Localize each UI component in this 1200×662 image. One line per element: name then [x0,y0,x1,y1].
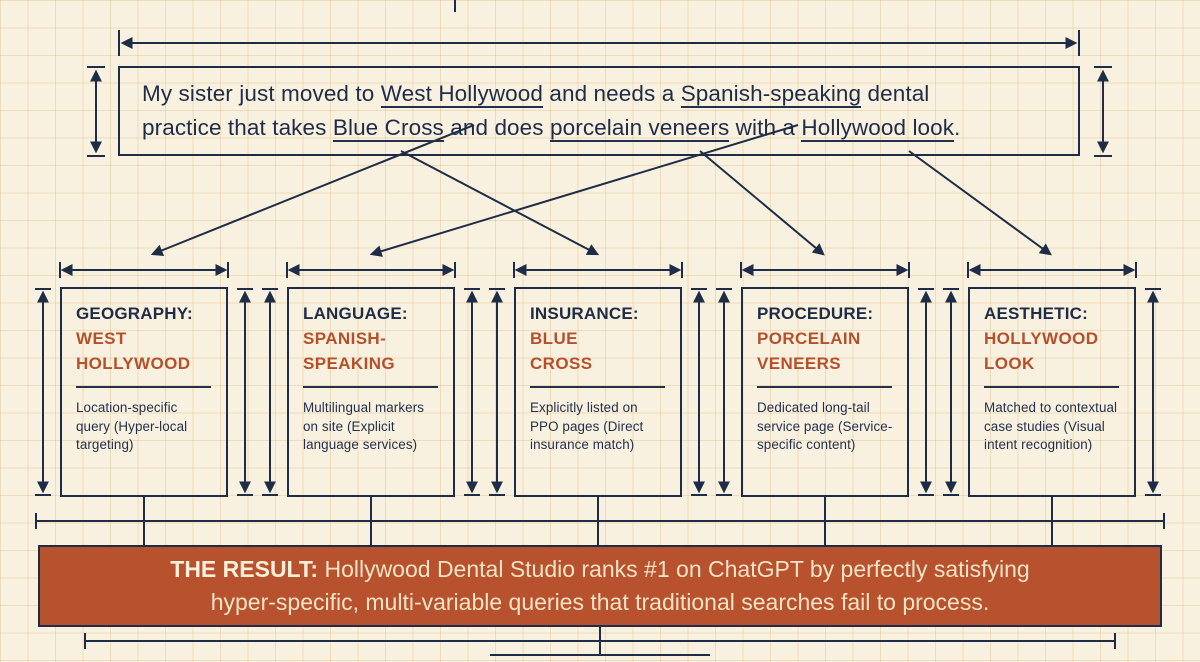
factor-label: PROCEDURE: [757,304,874,323]
arrow-to-insurance [400,150,600,256]
arrow-to-geography [150,124,475,256]
factor-value: PORCELAIN VENEERS [757,329,861,373]
top-dimension-arrows [87,0,1112,157]
factor-divider [303,386,438,388]
result-line2: hyper-specific, multi-variable queries t… [210,589,990,615]
query-keyword-insurance: Blue Cross [332,115,444,142]
factor-description: Location-specific query (Hyper-local tar… [76,400,188,452]
factor-divider [984,386,1119,388]
query-keyword-geography: West Hollywood [380,81,544,108]
result-connector-lines [35,497,1165,656]
query-segment: and needs a [543,81,681,106]
query-segment: dental [861,81,930,106]
factor-label: INSURANCE: [530,304,639,323]
factor-box-language: LANGUAGE: SPANISH- SPEAKING Multilingual… [287,287,455,497]
factor-label: LANGUAGE: [303,304,408,323]
factor-divider [757,386,892,388]
query-connector-arrows [150,124,1052,257]
factor-value: WEST HOLLYWOOD [76,329,191,373]
factor-label: AESTHETIC: [984,304,1088,323]
query-segment: and does [443,115,550,140]
factor-box-aesthetic: AESTHETIC: HOLLYWOOD LOOK Matched to con… [968,287,1136,497]
factor-value: HOLLYWOOD LOOK [984,329,1099,373]
factor-box-insurance: INSURANCE: BLUE CROSS Explicitly listed … [514,287,682,497]
query-box: My sister just moved to West Hollywood a… [118,66,1080,156]
result-banner: THE RESULT: Hollywood Dental Studio rank… [38,545,1162,627]
factor-divider [530,386,665,388]
result-prefix: THE RESULT: [170,556,319,582]
factor-box-procedure: PROCEDURE: PORCELAIN VENEERS Dedicated l… [741,287,909,497]
factor-box-geography: GEOGRAPHY: WEST HOLLYWOOD Location-speci… [60,287,228,497]
query-segment: practice that takes [142,115,333,140]
query-keyword-procedure: porcelain veneers [550,115,730,142]
factor-value: BLUE CROSS [530,329,593,373]
query-segment: with a [729,115,802,140]
factor-dimension-arrows [35,262,1161,496]
arrow-to-aesthetic [908,150,1052,256]
arrow-to-language [369,124,799,257]
query-keyword-aesthetic: Hollywood look [801,115,955,142]
factor-divider [76,386,211,388]
query-segment: My sister just moved to [142,81,381,106]
factor-description: Multilingual markers on site (Explicit l… [303,400,425,452]
factor-description: Dedicated long-tail service page (Servic… [757,400,893,452]
factor-description: Matched to contextual case studies (Visu… [984,400,1118,452]
result-text: THE RESULT: Hollywood Dental Studio rank… [170,553,1029,619]
query-text: My sister just moved to West Hollywood a… [142,77,1056,145]
factor-description: Explicitly listed on PPO pages (Direct i… [530,400,644,452]
factor-value: SPANISH- SPEAKING [303,329,395,373]
factor-label: GEOGRAPHY: [76,304,193,323]
arrow-to-procedure [699,150,825,256]
result-line1: Hollywood Dental Studio ranks #1 on Chat… [318,556,1030,582]
query-keyword-language: Spanish-speaking [680,81,862,108]
query-segment: . [954,115,961,140]
